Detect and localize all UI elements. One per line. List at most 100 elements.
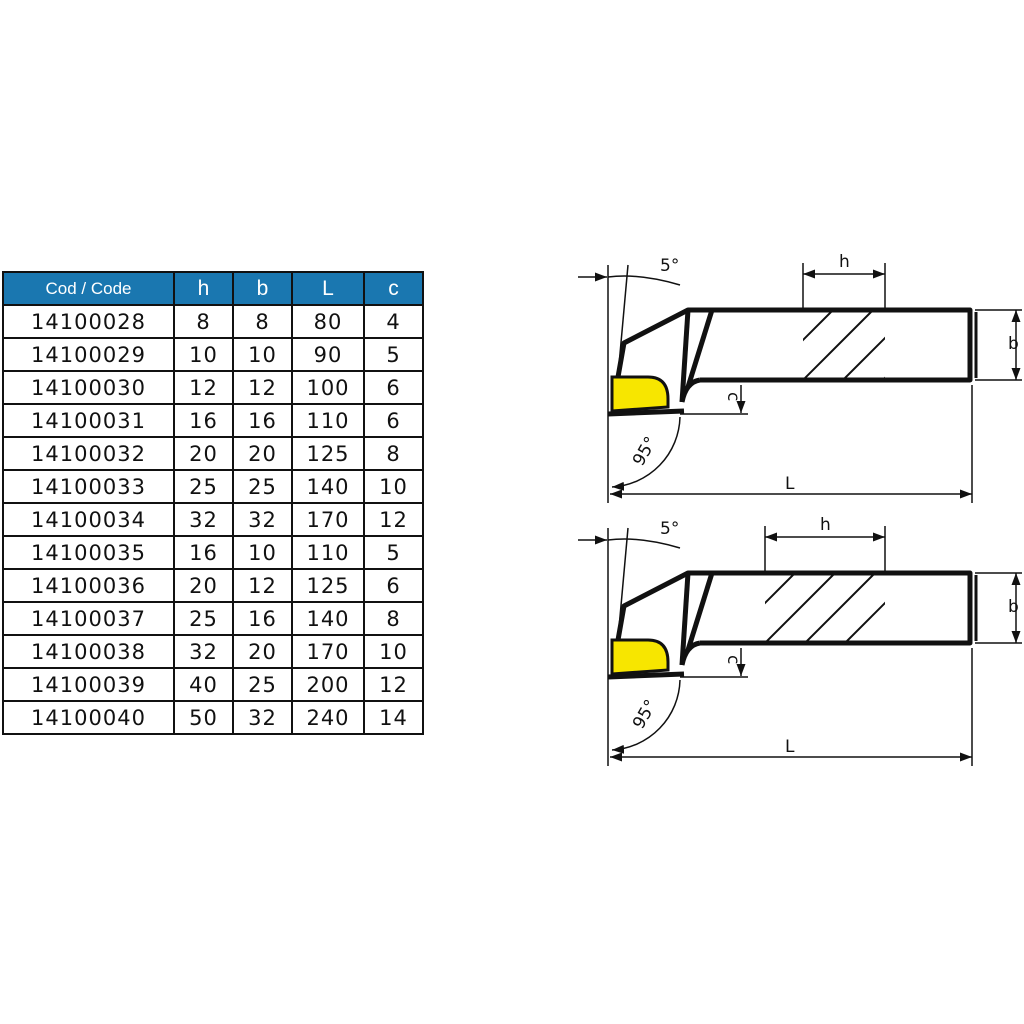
cell-h: 10 — [173, 337, 234, 372]
cell-c: 8 — [363, 436, 424, 471]
cell-b: 8 — [232, 304, 293, 339]
cell-c: 4 — [363, 304, 424, 339]
cell-h: 20 — [173, 568, 234, 603]
b-label: b — [1008, 334, 1019, 354]
cell-code: 14100028 — [2, 304, 175, 339]
cell-code: 14100029 — [2, 337, 175, 372]
cell-l: 170 — [291, 634, 365, 669]
cell-l: 140 — [291, 601, 365, 636]
cell-h: 20 — [173, 436, 234, 471]
reference-lines — [578, 526, 1022, 766]
tool-body — [607, 307, 978, 417]
cell-code: 14100039 — [2, 667, 175, 702]
header-c: c — [363, 271, 424, 306]
table-header: Cod / Code h b L c — [2, 271, 424, 306]
cell-b: 32 — [232, 502, 293, 537]
cell-c: 6 — [363, 568, 424, 603]
cell-h: 32 — [173, 502, 234, 537]
cell-code: 14100040 — [2, 700, 175, 735]
cell-l: 110 — [291, 403, 365, 438]
cell-code: 14100038 — [2, 634, 175, 669]
cell-l: 125 — [291, 568, 365, 603]
cell-l: 125 — [291, 436, 365, 471]
cell-c: 12 — [363, 502, 424, 537]
cell-l: 240 — [291, 700, 365, 735]
cell-b: 12 — [232, 568, 293, 603]
cell-b: 16 — [232, 403, 293, 438]
h-label: h — [820, 515, 831, 535]
cell-c: 6 — [363, 370, 424, 405]
cell-h: 16 — [173, 403, 234, 438]
cell-c: 8 — [363, 601, 424, 636]
cell-l: 80 — [291, 304, 365, 339]
angle-bottom-label: 95° — [629, 696, 661, 732]
cell-h: 12 — [173, 370, 234, 405]
tool-drawing-2: 5° h b c 95° L — [578, 515, 1022, 766]
h-label: h — [839, 252, 850, 272]
header-b: b — [232, 271, 293, 306]
cell-code: 14100032 — [2, 436, 175, 471]
b-label: b — [1008, 597, 1019, 617]
cell-code: 14100033 — [2, 469, 175, 504]
cell-c: 10 — [363, 469, 424, 504]
tool-body — [607, 570, 978, 680]
cell-l: 140 — [291, 469, 365, 504]
tool-drawing-1: 5° h b c 95° L — [578, 252, 1022, 503]
cell-h: 8 — [173, 304, 234, 339]
cell-b: 20 — [232, 634, 293, 669]
header-h: h — [173, 271, 234, 306]
cell-b: 20 — [232, 436, 293, 471]
cell-h: 32 — [173, 634, 234, 669]
cell-code: 14100030 — [2, 370, 175, 405]
cell-l: 90 — [291, 337, 365, 372]
cell-l: 110 — [291, 535, 365, 570]
angle-top-label: 5° — [660, 256, 679, 276]
cell-c: 10 — [363, 634, 424, 669]
cell-b: 25 — [232, 667, 293, 702]
cell-code: 14100035 — [2, 535, 175, 570]
cell-b: 32 — [232, 700, 293, 735]
section-hatch — [765, 573, 885, 643]
cell-code: 14100034 — [2, 502, 175, 537]
carbide-insert — [610, 638, 670, 676]
cell-code: 14100031 — [2, 403, 175, 438]
cell-h: 50 — [173, 700, 234, 735]
cell-b: 16 — [232, 601, 293, 636]
angle-top-label: 5° — [660, 519, 679, 539]
cell-code: 14100036 — [2, 568, 175, 603]
l-label: L — [785, 737, 795, 757]
cell-h: 40 — [173, 667, 234, 702]
cell-h: 25 — [173, 601, 234, 636]
cell-c: 5 — [363, 535, 424, 570]
cell-b: 10 — [232, 535, 293, 570]
cell-l: 100 — [291, 370, 365, 405]
cell-c: 5 — [363, 337, 424, 372]
cell-b: 25 — [232, 469, 293, 504]
carbide-insert — [610, 375, 670, 413]
header-l: L — [291, 271, 365, 306]
cell-h: 16 — [173, 535, 234, 570]
cell-c: 14 — [363, 700, 424, 735]
angle-bottom-label: 95° — [629, 433, 661, 469]
c-label: c — [723, 655, 743, 664]
section-hatch — [803, 310, 885, 380]
cell-c: 6 — [363, 403, 424, 438]
cell-code: 14100037 — [2, 601, 175, 636]
cell-b: 12 — [232, 370, 293, 405]
cell-l: 200 — [291, 667, 365, 702]
l-label: L — [785, 474, 795, 494]
cell-l: 170 — [291, 502, 365, 537]
